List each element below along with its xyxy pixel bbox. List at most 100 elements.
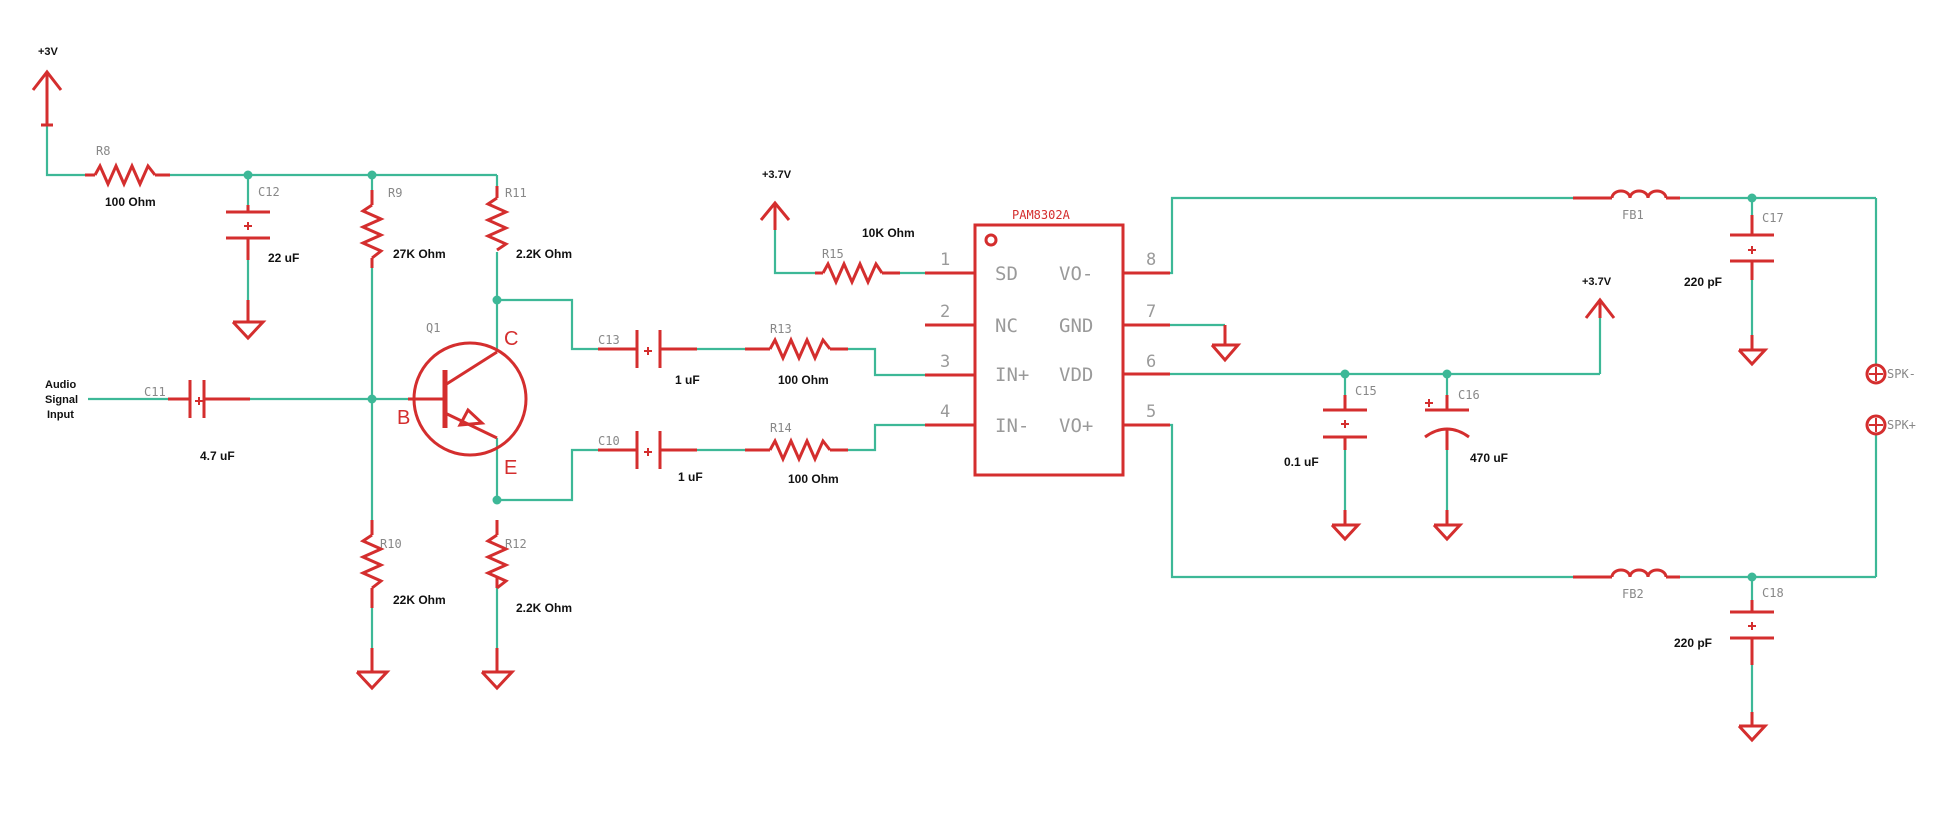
fb1-ref: FB1: [1622, 208, 1644, 222]
audio-input-label: Audio Signal Input: [45, 379, 78, 421]
resistor-r13: R13 100 Ohm: [745, 322, 848, 387]
ic-pin-number: 3: [940, 352, 950, 372]
c15-ref: C15: [1355, 384, 1377, 398]
r8-ref: R8: [96, 144, 110, 158]
transistor-q1: Q1 B C E: [397, 321, 528, 479]
spk-plus-label: SPK+: [1887, 418, 1916, 432]
c11-value: 4.7 uF: [200, 449, 235, 463]
capacitor-c10: C10 1 uF: [598, 431, 703, 484]
r8-value: 100 Ohm: [105, 195, 156, 209]
c17-ref: C17: [1762, 211, 1784, 225]
junction-dot: [1747, 193, 1757, 203]
ground-icon: [1737, 712, 1769, 743]
ic-pin-name: IN-: [995, 415, 1029, 437]
q1-collector-label: C: [504, 328, 518, 350]
junction-dot: [367, 394, 377, 404]
c16-ref: C16: [1458, 388, 1480, 402]
junction-dot: [1340, 369, 1350, 379]
ic-pin-number: 7: [1146, 302, 1156, 322]
ic-pin-name: VO-: [1059, 263, 1093, 285]
supply-3v-label: +3V: [38, 46, 59, 58]
spk-minus-terminal-icon: [1865, 363, 1887, 385]
r15-value: 10K Ohm: [862, 226, 915, 240]
c10-value: 1 uF: [678, 470, 703, 484]
capacitor-c13: C13 1 uF: [598, 330, 700, 387]
resistor-r12: R12 2.2K Ohm: [484, 520, 572, 615]
c15-value: 0.1 uF: [1284, 455, 1319, 469]
ic-pin-number: 4: [940, 402, 950, 422]
ground-icon: [1330, 510, 1362, 542]
r12-value: 2.2K Ohm: [516, 601, 572, 615]
ic-name: PAM8302A: [1012, 208, 1071, 222]
supply-3v7-label: +3.7V: [762, 169, 792, 181]
spk-minus-label: SPK-: [1887, 367, 1916, 381]
input-label-line1: Audio: [45, 379, 76, 391]
r14-value: 100 Ohm: [788, 472, 839, 486]
capacitor-c16: C16 470 uF: [1424, 388, 1508, 465]
c12-value: 22 uF: [268, 251, 299, 265]
capacitor-c18: C18 220 pF: [1674, 586, 1784, 665]
ground-icon: [1737, 335, 1769, 367]
ferrite-fb1: FB1: [1573, 189, 1680, 222]
ic-pin-name: NC: [995, 315, 1018, 337]
r9-value: 27K Ohm: [393, 247, 446, 261]
supply-3v7-sd: +3.7V: [759, 169, 792, 230]
junctions: [243, 170, 1757, 582]
ic-pin-number: 2: [940, 302, 950, 322]
r13-ref: R13: [770, 322, 792, 336]
ground-icon: [231, 300, 267, 341]
ic-pin-name: SD: [995, 263, 1018, 285]
resistor-r15: R15 10K Ohm: [815, 226, 915, 286]
ic-pin-name: VO+: [1059, 415, 1093, 437]
resistor-r8: R8 100 Ohm: [85, 144, 170, 209]
r10-ref: R10: [380, 537, 402, 551]
resistor-r14: R14 100 Ohm: [745, 421, 848, 486]
c10-ref: C10: [598, 434, 620, 448]
junction-dot: [367, 170, 377, 180]
ground-icon: [480, 648, 516, 691]
wires: [45, 100, 1878, 720]
ic-pin-name: GND: [1059, 315, 1093, 337]
q1-base-label: B: [397, 407, 410, 429]
r10-value: 22K Ohm: [393, 593, 446, 607]
capacitor-c17: C17 220 pF: [1684, 211, 1784, 289]
supply-3v7-label: +3.7V: [1582, 276, 1612, 288]
supply-3v: +3V: [31, 46, 63, 127]
r14-ref: R14: [770, 421, 792, 435]
fb2-ref: FB2: [1622, 587, 1644, 601]
resistor-r9: R9 27K Ohm: [359, 186, 446, 268]
r12-ref: R12: [505, 537, 527, 551]
c18-ref: C18: [1762, 586, 1784, 600]
ground-icon: [355, 648, 391, 691]
spk-plus-terminal-icon: [1865, 414, 1887, 436]
q1-ref: Q1: [426, 321, 440, 335]
capacitor-c15: C15 0.1 uF: [1284, 384, 1377, 469]
ic-pin-name: VDD: [1059, 364, 1093, 386]
junction-dot: [1747, 572, 1757, 582]
c17-value: 220 pF: [1684, 275, 1722, 289]
junction-dot: [492, 295, 502, 305]
r9-ref: R9: [388, 186, 402, 200]
r13-value: 100 Ohm: [778, 373, 829, 387]
q1-emitter-label: E: [504, 457, 517, 479]
c11-ref: C11: [144, 385, 166, 399]
ic-pin-name: IN+: [995, 364, 1029, 386]
r11-value: 2.2K Ohm: [516, 247, 572, 261]
ic-pin-number: 5: [1146, 402, 1156, 422]
ground-icon: [1210, 325, 1242, 363]
c16-value: 470 uF: [1470, 451, 1508, 465]
capacitor-c11: C11 4.7 uF: [144, 380, 250, 463]
ic-pin-number: 1: [940, 250, 950, 270]
capacitor-c12: C12 22 uF: [226, 185, 299, 265]
r15-ref: R15: [822, 247, 844, 261]
input-label-line3: Input: [47, 409, 74, 421]
ic-pin-number: 6: [1146, 352, 1156, 372]
supply-3v7-vdd: +3.7V: [1582, 276, 1616, 319]
ferrite-fb2: FB2: [1573, 568, 1680, 601]
junction-dot: [492, 495, 502, 505]
c13-ref: C13: [598, 333, 620, 347]
speaker-terminals: SPK- SPK+: [1865, 363, 1916, 436]
c12-ref: C12: [258, 185, 280, 199]
c18-value: 220 pF: [1674, 636, 1712, 650]
